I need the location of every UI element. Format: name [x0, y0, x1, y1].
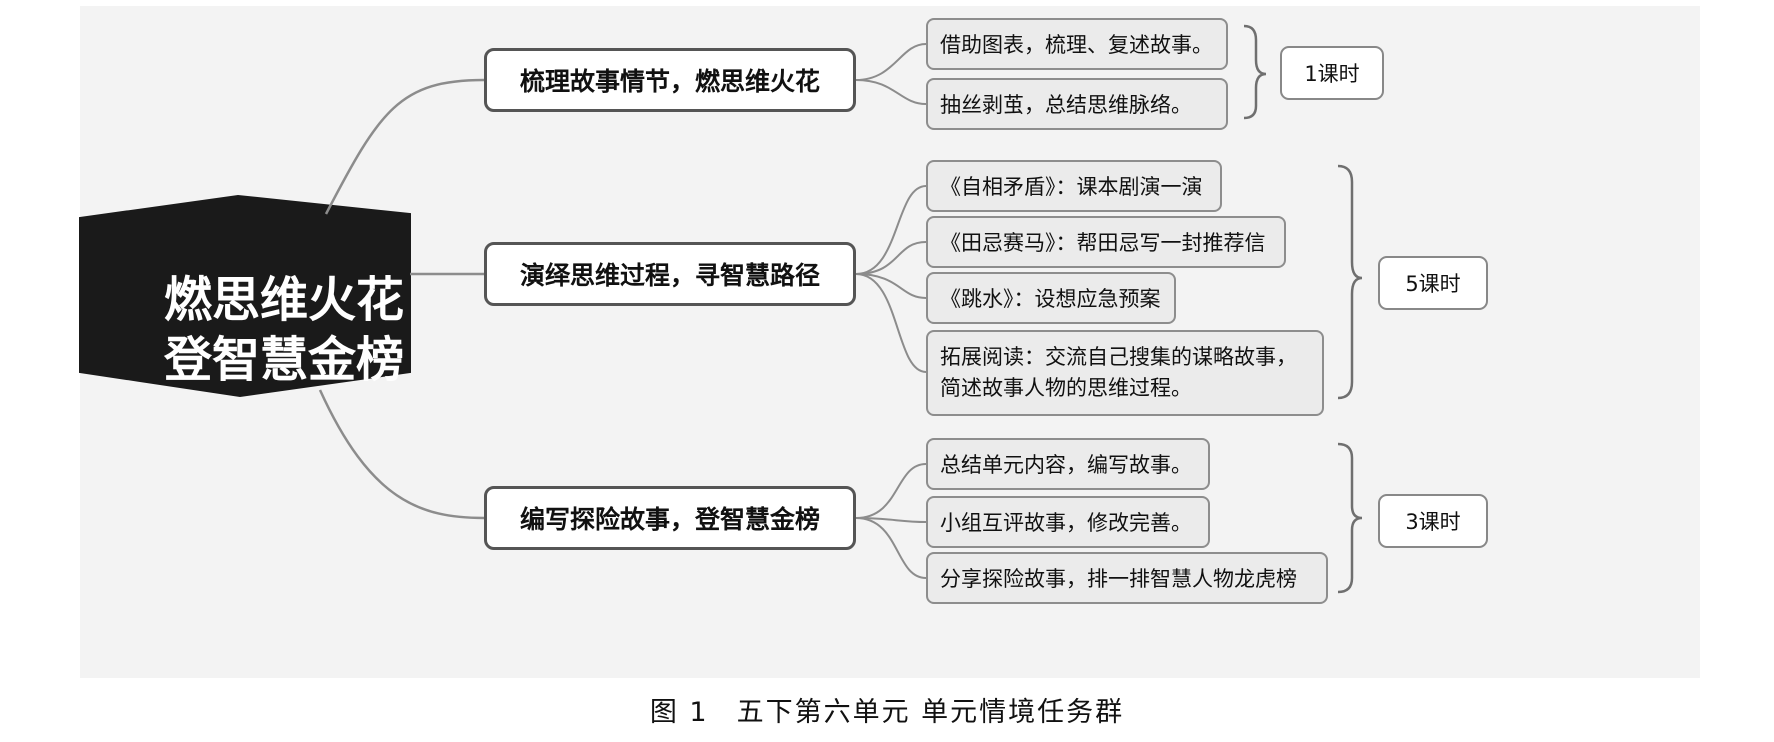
figure-caption-text: 五下第六单元 单元情境任务群: [736, 697, 1125, 728]
branch-2-item-1: 《自相矛盾》：课本剧演一演: [926, 160, 1222, 212]
branch-1-item-1: 借助图表，梳理、复述故事。: [926, 18, 1228, 70]
connector-b1-i2: [855, 79, 927, 105]
branch-3-hours: 3课时: [1378, 494, 1488, 548]
branch-2-item-4-line-2: 简述故事人物的思维过程。: [940, 376, 1192, 400]
branch-3-item-1: 总结单元内容，编写故事。: [926, 438, 1210, 490]
branch-2-item-2: 《田忌赛马》：帮田忌写一封推荐信: [926, 216, 1286, 268]
brace-branch-2: [1337, 164, 1363, 400]
connector-root-branch-1: [324, 78, 485, 215]
branch-3-item-3: 分享探险故事，排一排智慧人物龙虎榜: [926, 552, 1328, 604]
figure-number: 图 1: [649, 697, 709, 728]
branch-1-item-2: 抽丝剥茧，总结思维脉络。: [926, 78, 1228, 130]
connector-b2-i2: [855, 241, 927, 275]
branch-1-title: 梳理故事情节，燃思维火花: [484, 48, 856, 112]
branch-2-title: 演绎思维过程，寻智慧路径: [484, 242, 856, 306]
branch-1-hours: 1课时: [1280, 46, 1384, 100]
branch-3-item-2: 小组互评故事，修改完善。: [926, 496, 1210, 548]
connector-b3-i3: [855, 517, 927, 579]
brace-branch-3: [1337, 442, 1363, 594]
brace-branch-1: [1243, 24, 1267, 120]
branch-3-title: 编写探险故事，登智慧金榜: [484, 486, 856, 550]
connector-b3-i1: [855, 463, 927, 519]
branch-2-hours: 5课时: [1378, 256, 1488, 310]
root-node: 燃思维火花 登智慧金榜: [86, 270, 482, 390]
connector-root-branch-3: [318, 389, 485, 520]
figure-caption: 图 1 五下第六单元 单元情境任务群: [0, 690, 1774, 729]
connector-b2-i1: [855, 185, 927, 275]
branch-2-item-3: 《跳水》：设想应急预案: [926, 272, 1176, 324]
root-line-1: 燃思维火花: [163, 272, 404, 328]
branch-2-item-4: 拓展阅读：交流自己搜集的谋略故事， 简述故事人物的思维过程。: [926, 330, 1324, 416]
branch-2-item-4-line-1: 拓展阅读：交流自己搜集的谋略故事，: [940, 345, 1297, 369]
connector-b1-i1: [855, 43, 927, 81]
root-node-shape: [79, 194, 411, 398]
connector-b2-i4: [855, 273, 927, 373]
connector-b2-i3: [855, 273, 927, 299]
root-line-2: 登智慧金榜: [163, 332, 404, 388]
